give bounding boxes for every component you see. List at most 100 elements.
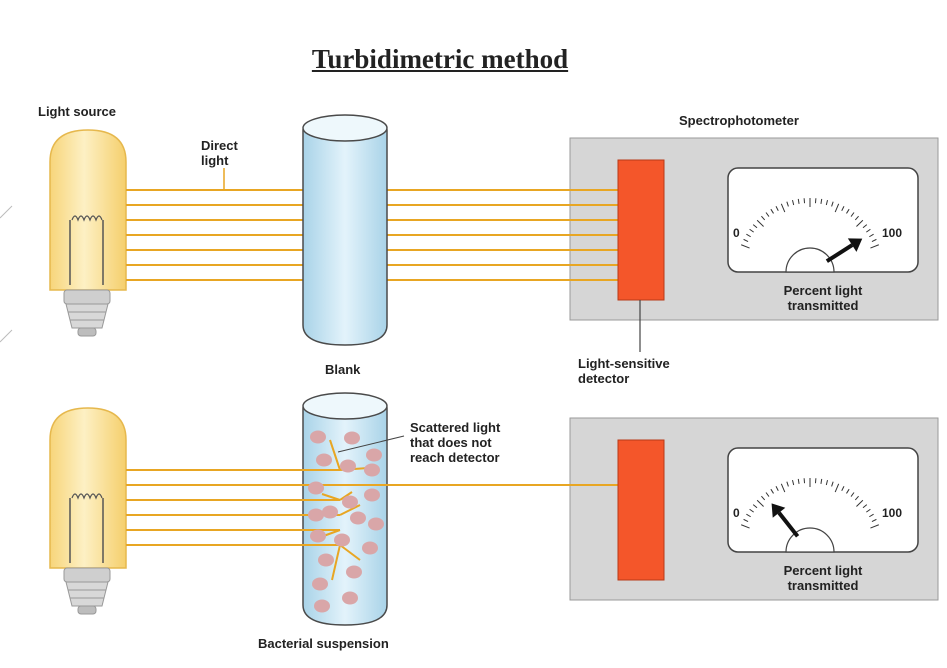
bacterium — [310, 529, 326, 543]
meter-tick — [825, 479, 828, 486]
meter-tick — [741, 244, 750, 249]
meter-tick — [746, 513, 751, 518]
meter-tick — [831, 481, 834, 487]
meter-tick — [749, 508, 754, 513]
spectrophotometer-label: Spectrophotometer — [679, 113, 799, 128]
bacterium — [308, 508, 324, 522]
meter-needle-top — [825, 243, 854, 263]
bacterium — [342, 591, 358, 605]
meter-tick — [770, 488, 774, 494]
meter-tick — [856, 219, 864, 227]
detector-label: Light-sensitive detector — [578, 356, 670, 386]
meter-tick — [741, 524, 750, 529]
meter-tick — [846, 488, 850, 494]
meter-needle-head-top — [847, 238, 863, 252]
meter-tick — [743, 518, 749, 523]
bacterial-suspension-label: Bacterial suspension — [258, 636, 389, 651]
meter-tick — [866, 508, 871, 513]
light-source-label: Light source — [38, 104, 117, 119]
meter-top-max-label: 100 — [882, 226, 903, 240]
meter-tick — [834, 483, 840, 493]
meter-tick — [820, 198, 823, 204]
blank-tube — [302, 114, 388, 346]
scattered-ray — [321, 493, 341, 501]
meter-tick — [749, 228, 754, 233]
scattered-light-label: Scattered light that does not reach dete… — [410, 420, 501, 465]
meter-tick — [786, 481, 789, 487]
meter-tick — [752, 224, 758, 229]
bacterium — [310, 430, 326, 444]
page-title: Turbidimetric method — [311, 44, 569, 74]
meter-tick — [792, 479, 795, 486]
meter-tick — [780, 203, 786, 213]
bacterium — [314, 599, 330, 613]
meter-tick — [820, 478, 823, 484]
meter-tick — [765, 212, 770, 217]
scattered-ray — [339, 491, 353, 501]
scattered-ray — [339, 504, 361, 516]
bacterium — [334, 533, 350, 547]
meter-tick — [770, 208, 774, 214]
meter-tick — [862, 224, 868, 229]
light-sensitive-detector-top — [617, 159, 665, 301]
meter-tick — [761, 495, 766, 501]
meter-tick — [871, 518, 877, 523]
meter-tick — [869, 233, 874, 238]
bacterium — [346, 565, 362, 579]
meter-tick — [775, 486, 779, 491]
meter-tick — [831, 201, 834, 207]
meter-needle-bottom — [777, 511, 800, 538]
meter-tick — [854, 215, 859, 221]
meter-tick — [871, 238, 877, 243]
meter-tick — [780, 483, 786, 493]
meter-tick — [765, 492, 770, 497]
meter-tick — [870, 524, 879, 529]
meter-bottom-caption: Percent light transmitted — [783, 563, 863, 593]
meter-tick — [756, 499, 764, 507]
meter-tick — [850, 492, 855, 497]
meter-tick — [841, 206, 845, 211]
meter-bottom — [727, 447, 919, 553]
meter-top — [727, 167, 919, 273]
meter-tick — [752, 504, 758, 509]
meter-tick — [856, 499, 864, 507]
bacterium — [366, 448, 382, 462]
meter-tick — [841, 486, 845, 491]
blank-label: Blank — [325, 362, 361, 377]
meter-tick — [775, 206, 779, 211]
meter-needle-head-bottom — [771, 503, 786, 518]
bacterium — [344, 431, 360, 445]
meter-tick — [792, 199, 795, 206]
scattered-ray — [329, 439, 341, 471]
light-bulb-bottom — [49, 407, 127, 615]
meter-tick — [825, 199, 828, 206]
bacterium — [312, 577, 328, 591]
meter-tick — [846, 208, 850, 214]
meter-tick — [756, 219, 764, 227]
bacterium — [340, 459, 356, 473]
light-bulb-top — [49, 129, 127, 337]
bacterium — [350, 511, 366, 525]
meter-tick — [797, 198, 800, 204]
bacterium — [342, 495, 358, 509]
bacterium — [316, 453, 332, 467]
meter-tick — [786, 201, 789, 207]
meter-tick — [761, 215, 766, 221]
bacterium — [318, 553, 334, 567]
meter-tick — [743, 238, 749, 243]
meter-top-caption: Percent light transmitted — [783, 283, 863, 313]
meter-tick — [870, 244, 879, 249]
bacterium — [364, 488, 380, 502]
bacteria-cells — [308, 430, 384, 613]
meter-tick — [797, 478, 800, 484]
scattered-light-beams — [126, 439, 636, 581]
meter-tick — [854, 495, 859, 501]
meter-bottom-max-label: 100 — [882, 506, 903, 520]
scattered-ray — [331, 544, 341, 581]
bacterium — [364, 463, 380, 477]
bacterium — [308, 481, 324, 495]
meter-tick — [834, 203, 840, 213]
meter-tick — [866, 228, 871, 233]
meter-tick — [862, 504, 868, 509]
